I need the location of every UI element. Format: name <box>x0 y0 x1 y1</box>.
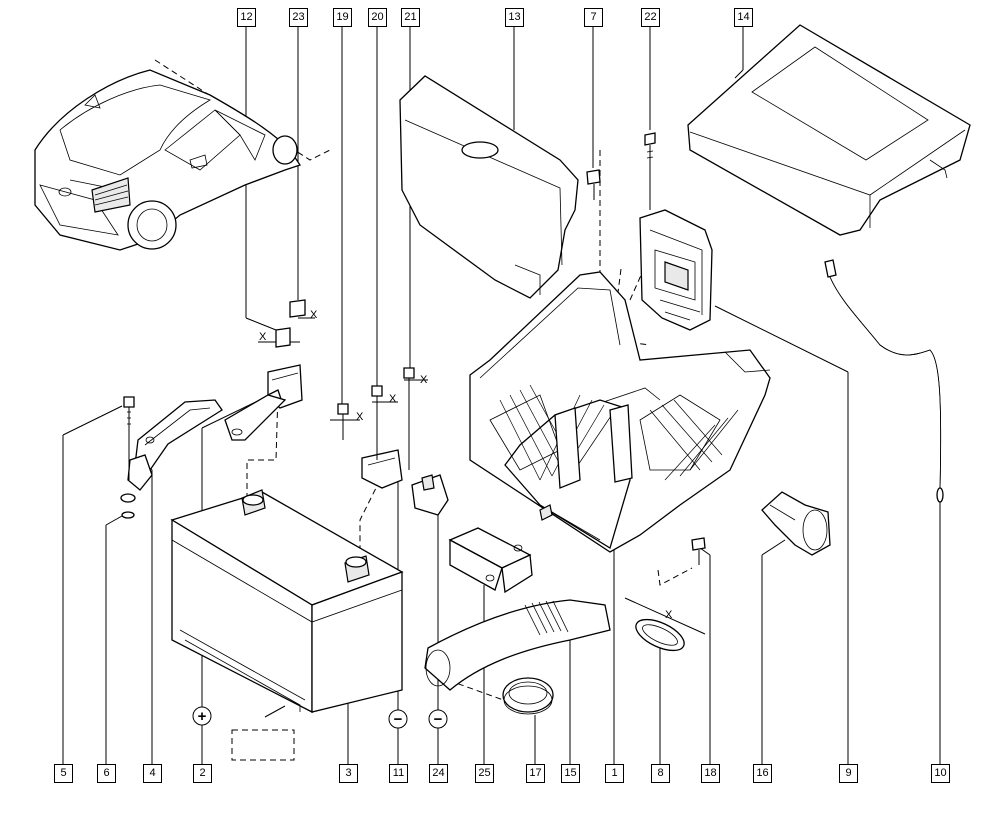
callout-22: 22 <box>641 8 660 27</box>
callout-23: 23 <box>289 8 308 27</box>
battery-clamp <box>127 399 223 491</box>
fuse-box-module <box>639 132 713 331</box>
tray-bolt <box>586 169 601 200</box>
negative-symbol-11: − <box>388 709 408 729</box>
callout-12: 12 <box>237 8 256 27</box>
clamp-bolt <box>120 396 136 519</box>
callout-8: 8 <box>651 764 670 783</box>
air-intake-duct <box>424 599 611 691</box>
callout-13: 13 <box>505 8 524 27</box>
battery-label-area <box>231 729 295 761</box>
electronic-module <box>448 527 533 594</box>
callout-14: 14 <box>734 8 753 27</box>
callout-20: 20 <box>368 8 387 27</box>
callout-21: 21 <box>401 8 420 27</box>
duct-seal <box>502 677 554 715</box>
callout-9: 9 <box>839 764 858 783</box>
callout-6: 6 <box>97 764 116 783</box>
callout-16: 16 <box>753 764 772 783</box>
negative-symbol-label: − <box>434 711 443 728</box>
duct-clip-ring <box>635 618 685 652</box>
battery-tray <box>469 271 771 553</box>
negative-symbol-24: − <box>428 709 448 729</box>
callout-19: 19 <box>333 8 352 27</box>
callout-3: 3 <box>339 764 358 783</box>
callout-5: 5 <box>54 764 73 783</box>
dim-label: X <box>665 609 673 621</box>
callout-11: 11 <box>389 764 408 783</box>
dim-label: X <box>356 411 364 423</box>
dim-label: X <box>389 393 397 405</box>
dim-label: X <box>310 309 318 321</box>
dim-label: X <box>259 331 267 343</box>
callout-7: 7 <box>584 8 603 27</box>
callout-18: 18 <box>701 764 720 783</box>
duct-screw <box>691 537 706 565</box>
callout-2: 2 <box>193 764 212 783</box>
vehicle-location-view <box>34 69 302 251</box>
leader-lines <box>62 27 941 764</box>
positive-terminal-clamp <box>224 299 306 441</box>
ground-cable <box>824 259 944 503</box>
negative-sensor-connector <box>411 474 449 516</box>
battery <box>170 489 404 714</box>
positive-symbol-label: + <box>198 708 207 725</box>
dim-label: X <box>420 374 428 386</box>
callout-4: 4 <box>143 764 162 783</box>
fuse-box-lid <box>687 24 971 236</box>
air-duct-elbow <box>761 491 831 556</box>
callout-17: 17 <box>526 764 545 783</box>
callout-1: 1 <box>605 764 624 783</box>
battery-insulation-cover <box>399 75 579 299</box>
callout-24: 24 <box>429 764 448 783</box>
negative-terminal-clamp <box>337 367 415 489</box>
callout-15: 15 <box>561 764 580 783</box>
positive-symbol: + <box>192 706 212 726</box>
negative-symbol-label: − <box>394 711 403 728</box>
callout-10: 10 <box>931 764 950 783</box>
callout-25: 25 <box>475 764 494 783</box>
